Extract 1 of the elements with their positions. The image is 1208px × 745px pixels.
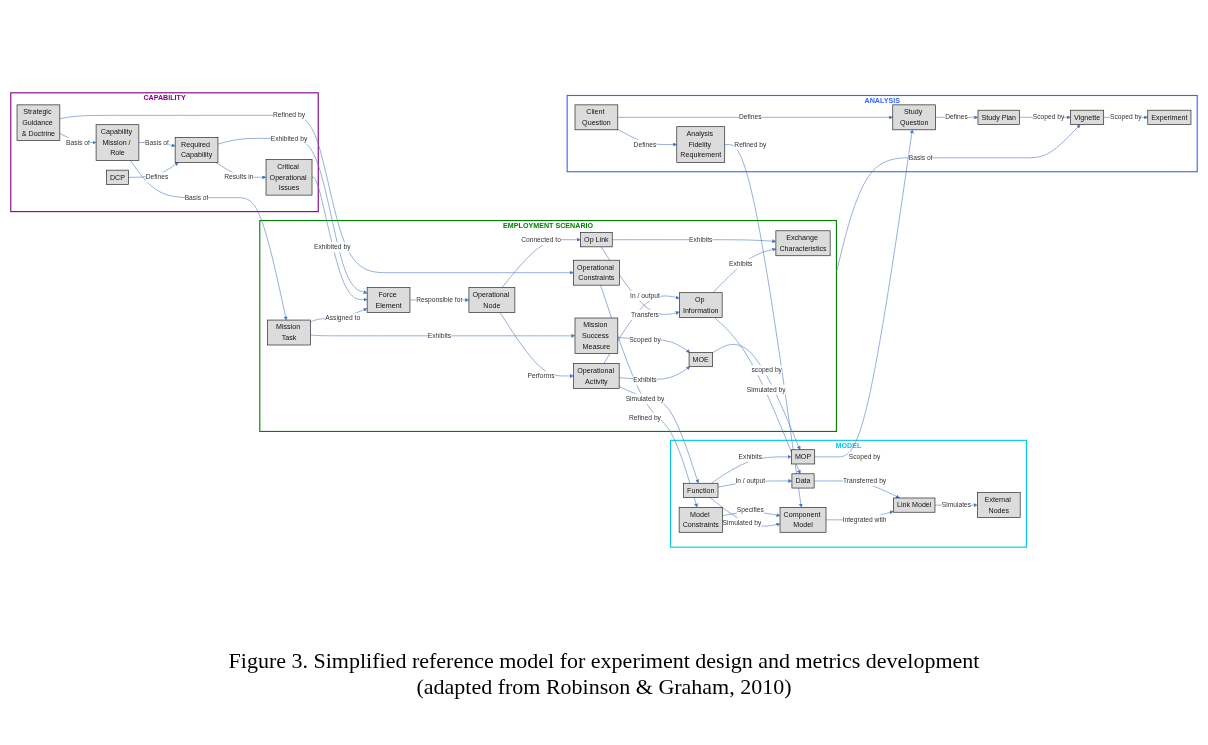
figure-caption: Figure 3. Simplified reference model for experiment design and metrics development (adapted from Robinson & Graham, 2010) xyxy=(227,648,981,700)
